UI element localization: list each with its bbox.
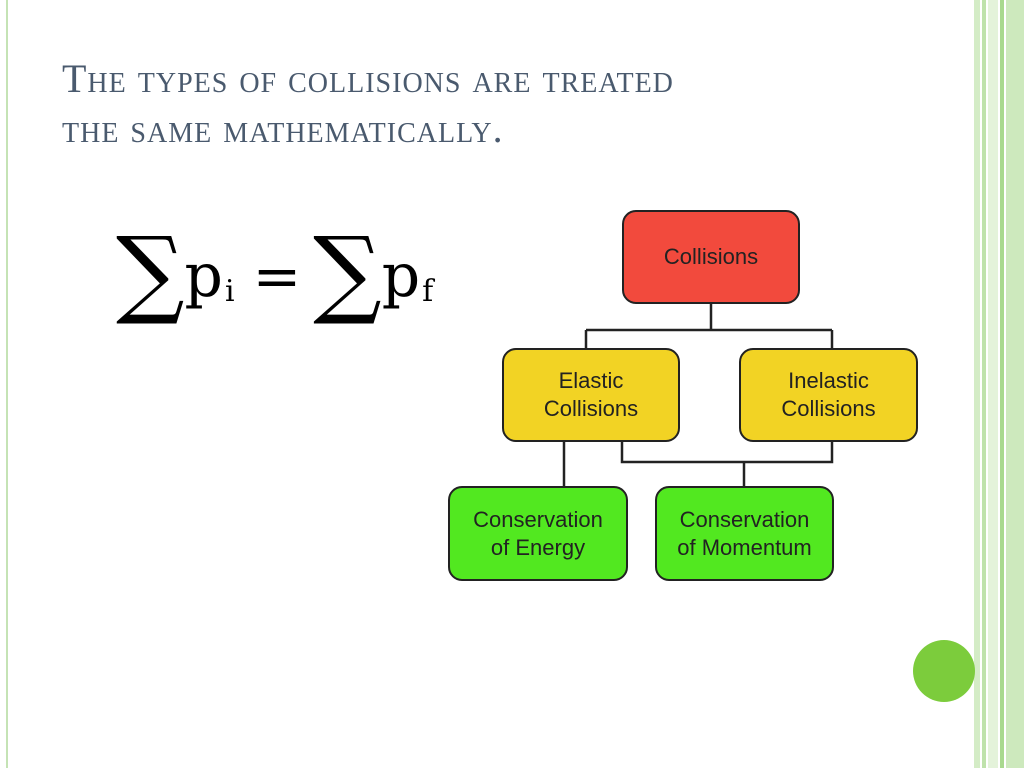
slide-title-line-1: The types of collisions are treated bbox=[62, 56, 674, 101]
collisions-flowchart: Collisions Elastic Collisions Inelastic … bbox=[440, 200, 930, 590]
sum-symbol-left: ∑ bbox=[116, 216, 185, 328]
momentum-initial: p bbox=[184, 241, 223, 311]
momentum-final: p bbox=[381, 241, 421, 311]
right-decorative-stripes bbox=[974, 0, 1024, 768]
sum-symbol-right: ∑ bbox=[313, 216, 382, 328]
stripe bbox=[1006, 0, 1024, 768]
left-border-rule bbox=[6, 0, 8, 768]
slide-title-line-2: the same mathematically. bbox=[62, 106, 504, 151]
conservation-of-momentum-node: Conservation of Momentum bbox=[655, 486, 834, 581]
subscript-initial: i bbox=[224, 274, 235, 309]
stripe bbox=[974, 0, 980, 768]
elastic-collisions-label: Elastic Collisions bbox=[543, 368, 639, 421]
stripe bbox=[1000, 0, 1004, 768]
collisions-label: Collisions bbox=[663, 244, 759, 269]
slide-title: The types of collisions are treated the … bbox=[62, 54, 942, 154]
subscript-final: f bbox=[422, 274, 434, 309]
inelastic-collisions-label: Inelastic Collisions bbox=[781, 368, 876, 421]
conservation-of-energy-label: Conservation of Energy bbox=[473, 506, 603, 560]
equals-sign: = bbox=[252, 242, 302, 310]
connector-lines bbox=[562, 304, 834, 486]
stripe bbox=[988, 0, 998, 768]
stripe bbox=[982, 0, 986, 768]
collisions-node: Collisions bbox=[622, 210, 800, 304]
inelastic-collisions-node: Inelastic Collisions bbox=[739, 348, 918, 442]
conservation-of-energy-node: Conservation of Energy bbox=[448, 486, 628, 581]
elastic-collisions-node: Elastic Collisions bbox=[502, 348, 680, 442]
momentum-formula: ∑pi=∑pf bbox=[116, 222, 433, 332]
connector-to-momentum bbox=[620, 442, 834, 464]
decorative-green-circle bbox=[913, 640, 975, 702]
conservation-of-momentum-label: Conservation of Momentum bbox=[677, 506, 812, 560]
